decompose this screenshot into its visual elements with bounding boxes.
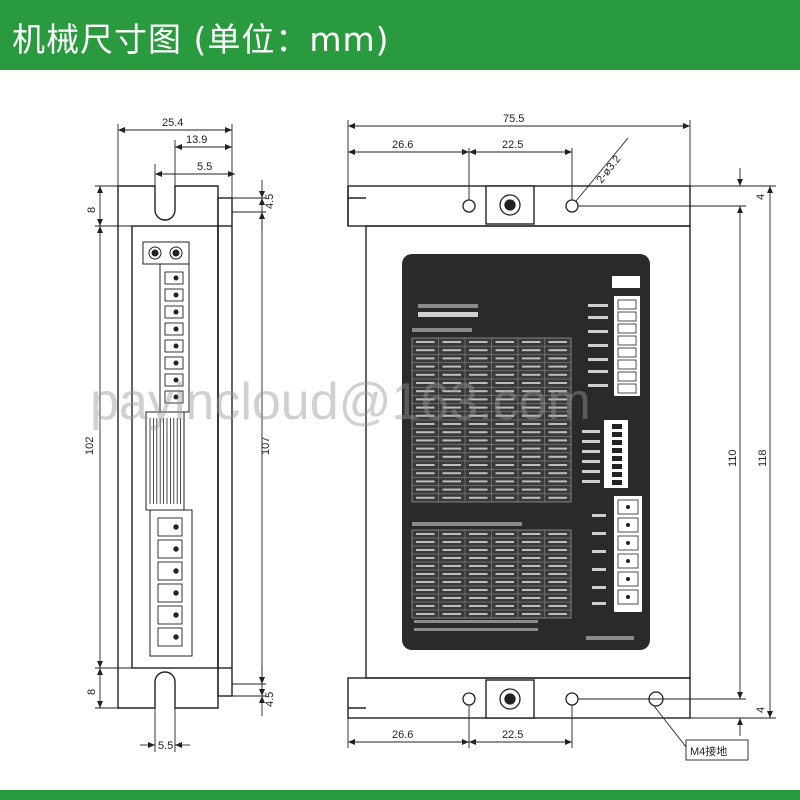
dim-front-height-outer: 118 xyxy=(757,449,769,467)
mounting-hole-left-bottom xyxy=(462,692,476,706)
dim-front-width: 75.5 xyxy=(503,113,524,125)
mounting-hole-right-top xyxy=(565,199,579,213)
front-view-dimensions xyxy=(347,120,776,753)
front-panel xyxy=(402,254,650,650)
dim-front-top-offset: 26.6 xyxy=(392,139,413,151)
dim-side-height-right: 107 xyxy=(260,437,272,455)
dim-side-slot-top: 5.5 xyxy=(197,161,212,173)
dim-hole-callout: 2-ø3.2 xyxy=(594,153,623,185)
dim-side-top-right: 4.5 xyxy=(264,194,276,209)
ground-callout-box xyxy=(685,739,749,761)
footer-bar xyxy=(0,790,800,800)
dim-side-width: 25.4 xyxy=(162,117,183,129)
dim-front-bottom-margin: 4 xyxy=(755,707,767,713)
side-power-pin xyxy=(157,605,183,625)
page-title: 机械尺寸图 (单位：mm) xyxy=(12,20,390,59)
dim-side-bottom-right: 4.5 xyxy=(264,692,276,707)
mounting-hole-left-top xyxy=(462,199,476,213)
side-view xyxy=(117,185,233,709)
current-table xyxy=(411,529,572,619)
dim-front-height-inner: 110 xyxy=(727,449,739,467)
current-table-caption xyxy=(412,522,522,526)
panel-note-line-1 xyxy=(414,620,538,623)
mounting-hole-right-bottom xyxy=(565,692,579,706)
protection-table-caption xyxy=(412,328,472,332)
brand-logo xyxy=(418,304,478,317)
dim-front-top-margin: 4 xyxy=(755,194,767,200)
dim-ground-callout: M4接地 xyxy=(690,745,727,758)
side-power-pin xyxy=(157,517,183,537)
dip-switch xyxy=(604,420,628,488)
side-flange-outline xyxy=(117,185,219,709)
dim-side-width-mid: 13.9 xyxy=(186,134,207,146)
dim-side-height-left: 102 xyxy=(84,437,96,455)
watermark-text: payincloud@163.com xyxy=(90,373,591,431)
protection-table xyxy=(411,337,572,503)
side-power-pin xyxy=(157,561,183,581)
status-led xyxy=(612,276,640,288)
side-power-pin xyxy=(157,539,183,559)
header-bar: 机械尺寸图 (单位：mm) xyxy=(0,0,800,70)
dim-side-slot-bottom: 5.5 xyxy=(158,740,173,752)
pin-labels xyxy=(582,304,608,605)
dim-front-top-spacing: 22.5 xyxy=(502,139,523,151)
side-heatsink-edge xyxy=(217,197,233,697)
dim-front-bottom-offset: 26.6 xyxy=(392,729,413,741)
front-body xyxy=(365,225,691,679)
side-connector-block xyxy=(142,241,193,657)
side-view-dimensions xyxy=(95,124,266,752)
voltage-label xyxy=(586,636,634,640)
dim-side-bottom-left: 8 xyxy=(86,689,98,695)
dim-front-bottom-spacing: 22.5 xyxy=(502,729,523,741)
panel-note-line-2 xyxy=(414,628,538,631)
side-view-dimension-labels: 25.4 13.9 5.5 8 4.5 102 107 8 4.5 5.5 xyxy=(84,117,276,752)
dim-side-top-left: 8 xyxy=(86,207,98,213)
side-power-pin xyxy=(157,583,183,603)
side-power-pin xyxy=(157,627,183,647)
